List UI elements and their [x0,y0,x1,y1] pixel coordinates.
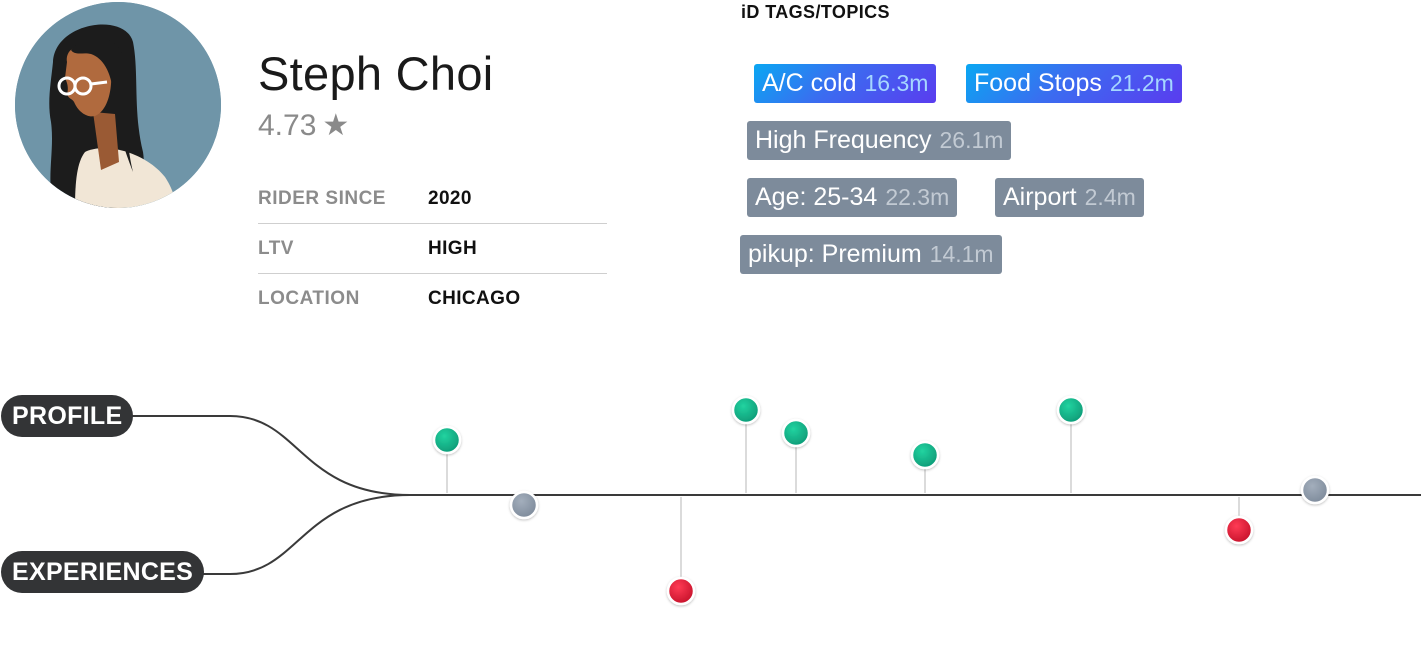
tag-label: Airport [1003,183,1077,211]
info-value: HIGH [428,237,478,259]
tag-high-frequency[interactable]: High Frequency 26.1m [747,121,1012,160]
rider-rating: 4.73★ [258,108,349,143]
tag-label: A/C cold [762,69,857,97]
event-marker-positive[interactable] [731,395,761,425]
tag-duration: 26.1m [939,127,1004,153]
info-row-location: LOCATION CHICAGO [258,274,607,323]
profile-branch-button[interactable]: PROFILE [1,395,134,437]
info-row-rider-since: RIDER SINCE 2020 [258,174,607,224]
tag-duration: 16.3m [864,70,929,96]
rider-name: Steph Choi [258,47,494,100]
experiences-branch-button[interactable]: EXPERIENCES [1,551,205,593]
rating-value: 4.73 [258,109,317,142]
info-value: CHICAGO [428,287,521,309]
experiences-branch-line [196,494,411,575]
star-icon: ★ [322,109,350,142]
event-marker-positive[interactable] [1056,395,1086,425]
info-value: 2020 [428,187,472,209]
profile-branch-line [130,415,411,496]
avatar-illustration [15,2,221,208]
tags-title: iD TAGS/TOPICS [741,2,890,22]
tag-label: High Frequency [755,126,932,154]
info-label: LTV [258,237,294,259]
event-marker-negative[interactable] [666,576,696,606]
tag-label: Age: 25-34 [755,183,878,211]
rider-info-table: RIDER SINCE 2020 LTV HIGH LOCATION CHICA… [258,174,607,323]
tag-duration: 2.4m [1084,184,1136,210]
event-marker-negative[interactable] [1224,515,1254,545]
info-label: RIDER SINCE [258,187,386,209]
tag-duration: 14.1m [929,241,994,267]
info-label: LOCATION [258,287,360,309]
tag-airport[interactable]: Airport 2.4m [995,178,1144,217]
tag-label: Food Stops [974,69,1102,97]
avatar [15,2,221,208]
tag-food-stops[interactable]: Food Stops 21.2m [966,64,1182,103]
tag-pikup-premium[interactable]: pikup: Premium 14.1m [740,235,1002,274]
tag-label: pikup: Premium [748,240,922,268]
tag-duration: 21.2m [1109,70,1174,96]
event-marker-positive[interactable] [432,425,462,455]
event-marker-neutral[interactable] [509,490,539,520]
tag-age[interactable]: Age: 25-34 22.3m [747,178,958,217]
tag-duration: 22.3m [885,184,950,210]
tag-ac-cold[interactable]: A/C cold 16.3m [754,64,937,103]
event-marker-positive[interactable] [781,418,811,448]
event-marker-positive[interactable] [910,440,940,470]
info-row-ltv: LTV HIGH [258,224,607,274]
event-marker-neutral[interactable] [1300,475,1330,505]
